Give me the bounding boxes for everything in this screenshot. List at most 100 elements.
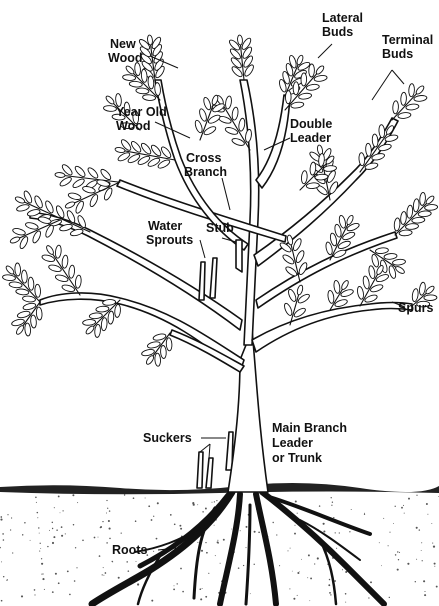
soil-speck — [250, 593, 251, 594]
leaf — [142, 94, 155, 101]
leaf — [412, 217, 425, 224]
soil-speck — [212, 502, 213, 503]
soil-speck — [216, 500, 217, 501]
soil-speck — [52, 528, 53, 529]
soil-speck — [7, 514, 8, 515]
soil-speck — [54, 507, 55, 508]
soil-speck — [258, 531, 260, 533]
soil-speck — [399, 552, 400, 553]
leaf — [160, 345, 166, 358]
soil-speck — [124, 494, 125, 495]
soil-speck — [292, 571, 293, 572]
terminal-bud — [415, 85, 425, 96]
soil-speck — [34, 589, 36, 591]
leaf — [301, 73, 307, 86]
soil-speck — [126, 561, 128, 563]
label-water-sprouts: Water Sprouts — [146, 219, 193, 247]
leaf — [301, 170, 308, 183]
leaf — [399, 230, 412, 237]
soil-speck — [40, 548, 41, 549]
soil-speck — [52, 522, 53, 523]
soil-speck — [423, 580, 425, 582]
soil-speck — [35, 497, 37, 499]
leaf — [400, 92, 406, 105]
soil-speck — [238, 567, 240, 569]
soil-speck — [75, 547, 76, 548]
leaf — [392, 101, 398, 114]
label-spurs: Spurs — [398, 301, 433, 315]
leaf — [9, 281, 23, 288]
soil-speck — [73, 524, 74, 525]
label-new-wood-line1: New — [110, 37, 136, 51]
leaf — [419, 282, 426, 296]
soil-speck — [276, 534, 277, 535]
soil-speck — [76, 567, 77, 568]
soil-speck — [1, 561, 2, 562]
soil-speck — [6, 580, 7, 581]
soil-speck — [77, 502, 78, 503]
soil-speck — [231, 529, 232, 530]
terminal-bud — [395, 265, 406, 275]
soil-speck — [217, 542, 219, 544]
soil-speck — [422, 560, 423, 561]
soil-speck — [201, 550, 203, 552]
soil-speck — [416, 527, 418, 529]
label-terminal-buds-line2: Buds — [382, 47, 413, 61]
soil-speck — [103, 567, 104, 568]
soil-speck — [98, 537, 99, 538]
leaf — [82, 319, 95, 326]
soil-speck — [332, 502, 333, 503]
leaf — [155, 353, 161, 366]
terminal-bud — [211, 94, 219, 105]
trunk-and-branches — [30, 80, 412, 492]
soil-speck — [105, 572, 107, 574]
terminal-bud — [9, 236, 20, 244]
terminal-bud — [14, 196, 25, 205]
soil-speck — [157, 502, 159, 504]
soil-speck — [383, 518, 384, 519]
label-double-leader-line1: Double — [290, 117, 332, 131]
soil-speck — [206, 552, 208, 554]
soil-speck — [37, 517, 38, 518]
soil-speck — [389, 597, 390, 598]
leaf — [238, 118, 246, 132]
soil-speck — [36, 502, 37, 503]
soil-speck — [220, 563, 221, 564]
soil-speck — [415, 581, 416, 582]
terminal-bud — [296, 285, 303, 296]
leaf — [295, 250, 306, 264]
leaf — [62, 255, 69, 269]
soil-speck — [67, 571, 69, 573]
leaf — [225, 96, 233, 110]
soil-speck — [109, 510, 110, 511]
soil-speck — [319, 505, 320, 506]
terminal-bud — [340, 279, 349, 290]
leaf — [16, 288, 30, 295]
leaf — [101, 317, 108, 330]
leaf — [424, 295, 437, 301]
leaf — [318, 153, 325, 166]
soil-speck — [426, 503, 428, 505]
soil-speck — [41, 574, 42, 575]
soil-speck — [121, 532, 122, 533]
label-terminal-buds-line1: Terminal — [382, 33, 433, 47]
leaf — [375, 247, 389, 254]
soil-speck — [254, 564, 255, 565]
leaf — [424, 204, 437, 211]
soil-speck — [180, 528, 182, 530]
leaf — [357, 286, 365, 300]
soil-speck — [205, 596, 207, 598]
soil-speck — [12, 552, 13, 553]
soil-speck — [397, 551, 398, 552]
soil-speck — [44, 589, 45, 590]
label-double-leader: Double Leader — [290, 117, 336, 145]
soil-speck — [432, 543, 433, 544]
soil-speck — [205, 508, 207, 510]
label-leaders — [150, 44, 405, 550]
soil-speck — [55, 573, 57, 575]
soil-speck — [153, 551, 154, 552]
soil-speck — [61, 526, 63, 528]
label-lateral-buds-line1: Lateral — [322, 11, 363, 25]
soil-speck — [108, 520, 110, 522]
leaf — [287, 288, 297, 302]
